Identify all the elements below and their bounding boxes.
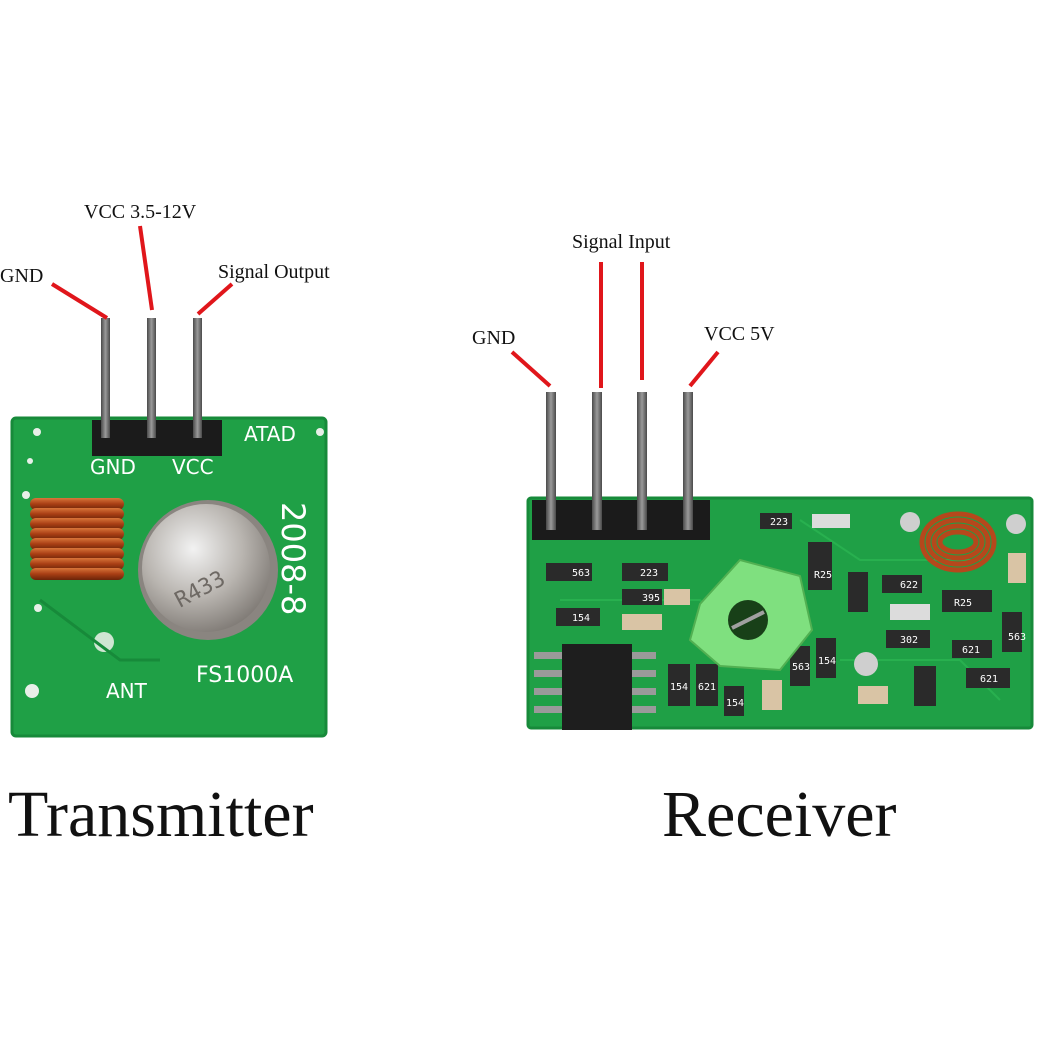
rx-code-3: 223 bbox=[640, 568, 658, 579]
pointer-signal bbox=[196, 282, 234, 316]
transmitter-pin-gnd bbox=[101, 318, 110, 438]
rx-code-15: 563 bbox=[792, 662, 810, 673]
receiver-trimmer bbox=[688, 558, 814, 672]
receiver-ic-chip bbox=[534, 644, 656, 730]
rx-code-5: 154 bbox=[572, 613, 590, 624]
receiver-label-gnd: GND bbox=[472, 327, 515, 349]
silk-ant: ANT bbox=[106, 679, 148, 703]
receiver-title: Receiver bbox=[662, 778, 897, 851]
rx-code-6: 622 bbox=[900, 580, 918, 591]
silk-vcc: VCC bbox=[172, 455, 214, 479]
rx-code-11: 621 bbox=[980, 674, 998, 685]
rx-code-16: 154 bbox=[726, 698, 744, 709]
rx-code-14: 154 bbox=[670, 682, 688, 693]
transmitter-pin-signal bbox=[193, 318, 202, 438]
rx-code-10: 621 bbox=[962, 645, 980, 656]
rx-code-8: 302 bbox=[900, 635, 918, 646]
receiver-module: 223 563 223 395 154 622 R25 302 563 621 … bbox=[472, 231, 1034, 851]
transmitter-header bbox=[92, 420, 222, 456]
silk-gnd: GND bbox=[90, 455, 136, 479]
pointer-gnd bbox=[50, 282, 109, 320]
receiver-pin-signal-a bbox=[592, 392, 602, 530]
receiver-pin-gnd bbox=[546, 392, 556, 530]
rx-pad-2 bbox=[1006, 514, 1026, 534]
rx-code-7: R25 bbox=[814, 570, 832, 581]
rx-pad-1 bbox=[900, 512, 920, 532]
transmitter-label-vcc: VCC 3.5-12V bbox=[84, 201, 197, 223]
rx-code-4: 395 bbox=[642, 593, 660, 604]
receiver-pin-signal-b bbox=[637, 392, 647, 530]
silk-atad: ATAD bbox=[244, 422, 296, 446]
rx-code-1: 223 bbox=[770, 517, 788, 528]
rx-pad-3 bbox=[854, 652, 878, 676]
pointer-vcc bbox=[138, 225, 154, 311]
transmitter-vias bbox=[22, 428, 324, 698]
receiver-label-signal: Signal Input bbox=[572, 231, 671, 253]
rx-pointer-gnd bbox=[510, 350, 552, 388]
transmitter-title: Transmitter bbox=[8, 778, 314, 851]
crystal-can bbox=[142, 504, 270, 632]
receiver-smd-components bbox=[546, 513, 1026, 716]
rx-code-13: 621 bbox=[698, 682, 716, 693]
receiver-label-vcc: VCC 5V bbox=[704, 323, 775, 345]
rx-code-12: 154 bbox=[818, 656, 836, 667]
receiver-pin-vcc bbox=[683, 392, 693, 530]
transmitter-module: GND VCC ATAD 2008-8 FS1000A ANT R433 GND… bbox=[0, 201, 330, 851]
receiver-coil bbox=[919, 511, 997, 573]
silk-date: 2008-8 bbox=[274, 502, 312, 615]
transmitter-label-gnd: GND bbox=[0, 265, 43, 287]
rx-code-17: R25 bbox=[954, 598, 972, 609]
antenna-pad bbox=[94, 632, 114, 652]
rx-code-9: 563 bbox=[1008, 632, 1026, 643]
transmitter-label-signal: Signal Output bbox=[218, 261, 330, 283]
rx-pointer-vcc bbox=[688, 350, 720, 388]
rx-code-2: 563 bbox=[572, 568, 590, 579]
transmitter-pin-vcc bbox=[147, 318, 156, 438]
silk-model: FS1000A bbox=[196, 663, 293, 688]
transmitter-coil bbox=[30, 498, 124, 580]
receiver-header bbox=[532, 500, 710, 540]
